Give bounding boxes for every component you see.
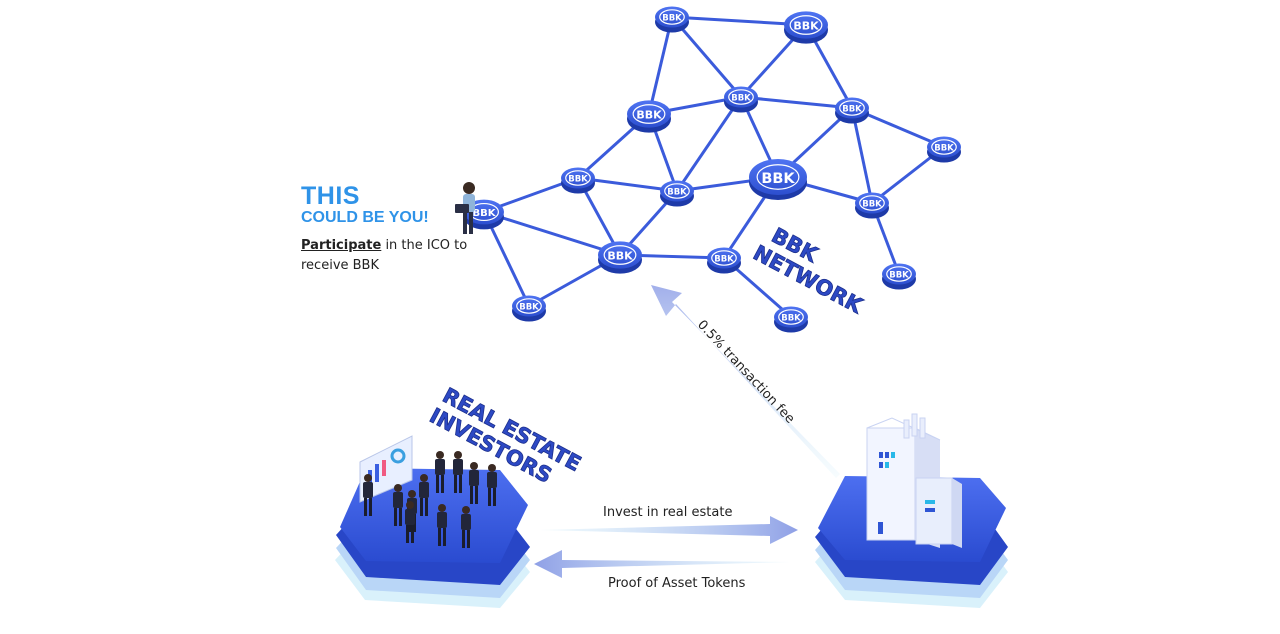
network-edge xyxy=(850,107,874,204)
call-to-action: THIS COULD BE YOU! Participate in the IC… xyxy=(301,183,481,276)
bbk-node-label: BBK xyxy=(793,19,819,32)
cta-body: Participate in the ICO to receive BBK xyxy=(301,236,481,276)
invest-arrow xyxy=(540,516,798,544)
cta-subtitle: COULD BE YOU! xyxy=(301,209,429,226)
network-edge xyxy=(483,210,621,257)
bbk-node: BBK xyxy=(784,11,828,44)
cta-title: THIS xyxy=(301,182,360,210)
bbk-node-label: BBK xyxy=(889,270,909,280)
bbk-node-label: BBK xyxy=(761,171,795,187)
person-icon xyxy=(487,464,497,506)
bbk-node-label: BBK xyxy=(781,313,801,323)
bbk-node: BBK xyxy=(855,192,889,219)
network-edge xyxy=(647,16,674,115)
bbk-node-label: BBK xyxy=(519,302,539,312)
transaction-fee-arrow xyxy=(651,285,840,478)
bbk-node: BBK xyxy=(927,136,961,163)
person-icon xyxy=(405,501,415,543)
bbk-node-label: BBK xyxy=(862,199,882,209)
bbk-node: BBK xyxy=(749,159,807,200)
person-icon xyxy=(435,451,445,493)
person-icon xyxy=(419,474,429,516)
network-edge xyxy=(670,16,743,98)
tokens-label: Proof of Asset Tokens xyxy=(608,576,746,591)
bbk-node: BBK xyxy=(724,86,758,113)
bbk-node-label: BBK xyxy=(842,104,862,114)
cta-body-text: in the ICO to receive BBK xyxy=(301,238,468,273)
person-icon xyxy=(461,506,471,548)
participate-link[interactable]: Participate xyxy=(301,238,382,253)
investor-people-group xyxy=(363,451,497,548)
person-icon xyxy=(469,462,479,504)
bbk-node: BBK xyxy=(464,199,504,230)
bbk-node-label: BBK xyxy=(731,93,751,103)
person-icon xyxy=(453,451,463,493)
tokens-arrow xyxy=(534,550,790,578)
bbk-node-label: BBK xyxy=(607,249,633,262)
bbk-node: BBK xyxy=(655,6,689,33)
network-edge xyxy=(675,96,743,192)
bbk-node: BBK xyxy=(627,100,671,133)
network-edge xyxy=(740,95,853,110)
woman-with-laptop-icon xyxy=(455,182,475,234)
bbk-node-label: BBK xyxy=(714,254,734,264)
bbk-node: BBK xyxy=(598,241,642,274)
person-icon xyxy=(437,504,447,546)
bbk-node: BBK xyxy=(707,247,741,274)
bbk-node: BBK xyxy=(561,167,595,194)
bbk-node-label: BBK xyxy=(636,108,662,121)
bbk-node: BBK xyxy=(660,180,694,207)
bbk-node-label: BBK xyxy=(568,174,588,184)
network-edge xyxy=(671,15,807,27)
bbk-node: BBK xyxy=(512,295,546,322)
bbk-node: BBK xyxy=(835,97,869,124)
bbk-node-label: BBK xyxy=(934,143,954,153)
network-edges xyxy=(482,15,945,319)
bbk-node: BBK xyxy=(882,263,916,290)
building-icon xyxy=(866,413,962,548)
person-icon xyxy=(393,484,403,526)
investors-platform xyxy=(335,468,530,608)
person-icon xyxy=(363,474,373,516)
invest-label: Invest in real estate xyxy=(603,505,732,520)
bbk-node-label: BBK xyxy=(473,208,497,219)
bbk-node-label: BBK xyxy=(662,13,682,23)
bbk-node-label: BBK xyxy=(667,187,687,197)
bbk-network-label: BBK NETWORK xyxy=(749,223,867,319)
bbk-node: BBK xyxy=(774,306,808,333)
fee-label: 0.5% transaction fee xyxy=(694,317,797,426)
